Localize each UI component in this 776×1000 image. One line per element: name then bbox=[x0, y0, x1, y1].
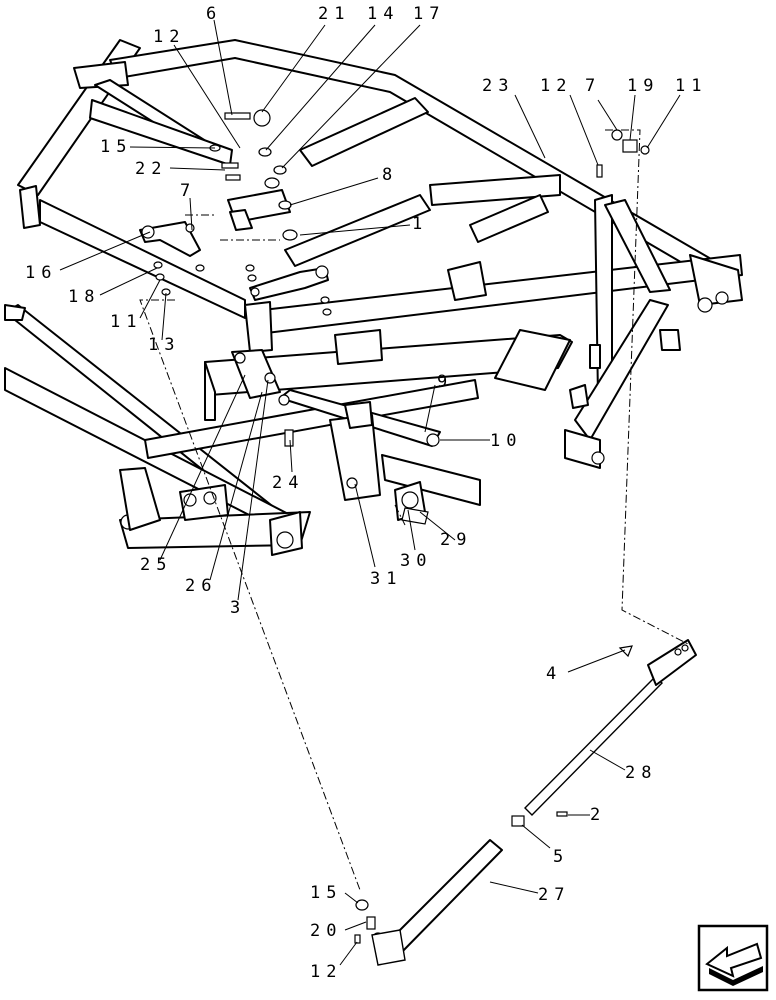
callout-4: 4 bbox=[546, 664, 562, 684]
callout-29: 29 bbox=[440, 530, 472, 550]
hardware-cluster bbox=[139, 109, 650, 316]
callout-23: 23 bbox=[482, 76, 514, 96]
callout-25: 25 bbox=[140, 555, 172, 575]
callout-6: 6 bbox=[206, 4, 222, 24]
callout-1: 1 bbox=[412, 214, 428, 234]
callout-15: 15 bbox=[100, 137, 132, 157]
callout-16: 16 bbox=[25, 263, 57, 283]
main-frame bbox=[17, 39, 743, 469]
callout-19: 19 bbox=[627, 76, 659, 96]
callout-7: 7 bbox=[180, 181, 196, 201]
callout-11: 11 bbox=[110, 312, 142, 332]
callout-11: 11 bbox=[675, 76, 707, 96]
next-page-arrow-icon[interactable] bbox=[697, 924, 769, 992]
callout-17: 17 bbox=[413, 4, 445, 24]
callout-8: 8 bbox=[382, 165, 398, 185]
callout-18: 18 bbox=[68, 287, 100, 307]
callout-5: 5 bbox=[553, 847, 569, 867]
callout-27: 27 bbox=[538, 885, 570, 905]
alignment-lines bbox=[139, 129, 691, 891]
callout-12: 12 bbox=[540, 76, 572, 96]
callout-13: 13 bbox=[148, 335, 180, 355]
lower-frame bbox=[4, 304, 481, 556]
callout-labels: 6 12 21 14 17 15 22 8 7 1 16 18 11 13 23… bbox=[25, 4, 707, 982]
callout-30: 30 bbox=[400, 551, 432, 571]
callout-14: 14 bbox=[367, 4, 399, 24]
callout-3: 3 bbox=[230, 598, 246, 618]
callout-22: 22 bbox=[135, 159, 167, 179]
callout-10: 10 bbox=[490, 431, 522, 451]
callout-12: 12 bbox=[310, 962, 342, 982]
callout-21: 21 bbox=[318, 4, 350, 24]
callout-15: 15 bbox=[310, 883, 342, 903]
callout-26: 26 bbox=[185, 576, 217, 596]
callout-7: 7 bbox=[585, 76, 601, 96]
callout-12: 12 bbox=[153, 27, 185, 47]
leader-lines bbox=[59, 19, 681, 966]
link-assembly bbox=[354, 639, 697, 966]
callout-28: 28 bbox=[625, 763, 657, 783]
callout-24: 24 bbox=[272, 473, 304, 493]
callout-2: 2 bbox=[590, 805, 606, 825]
callout-9: 9 bbox=[437, 372, 453, 392]
callout-31: 31 bbox=[370, 569, 402, 589]
callout-20: 20 bbox=[310, 921, 342, 941]
